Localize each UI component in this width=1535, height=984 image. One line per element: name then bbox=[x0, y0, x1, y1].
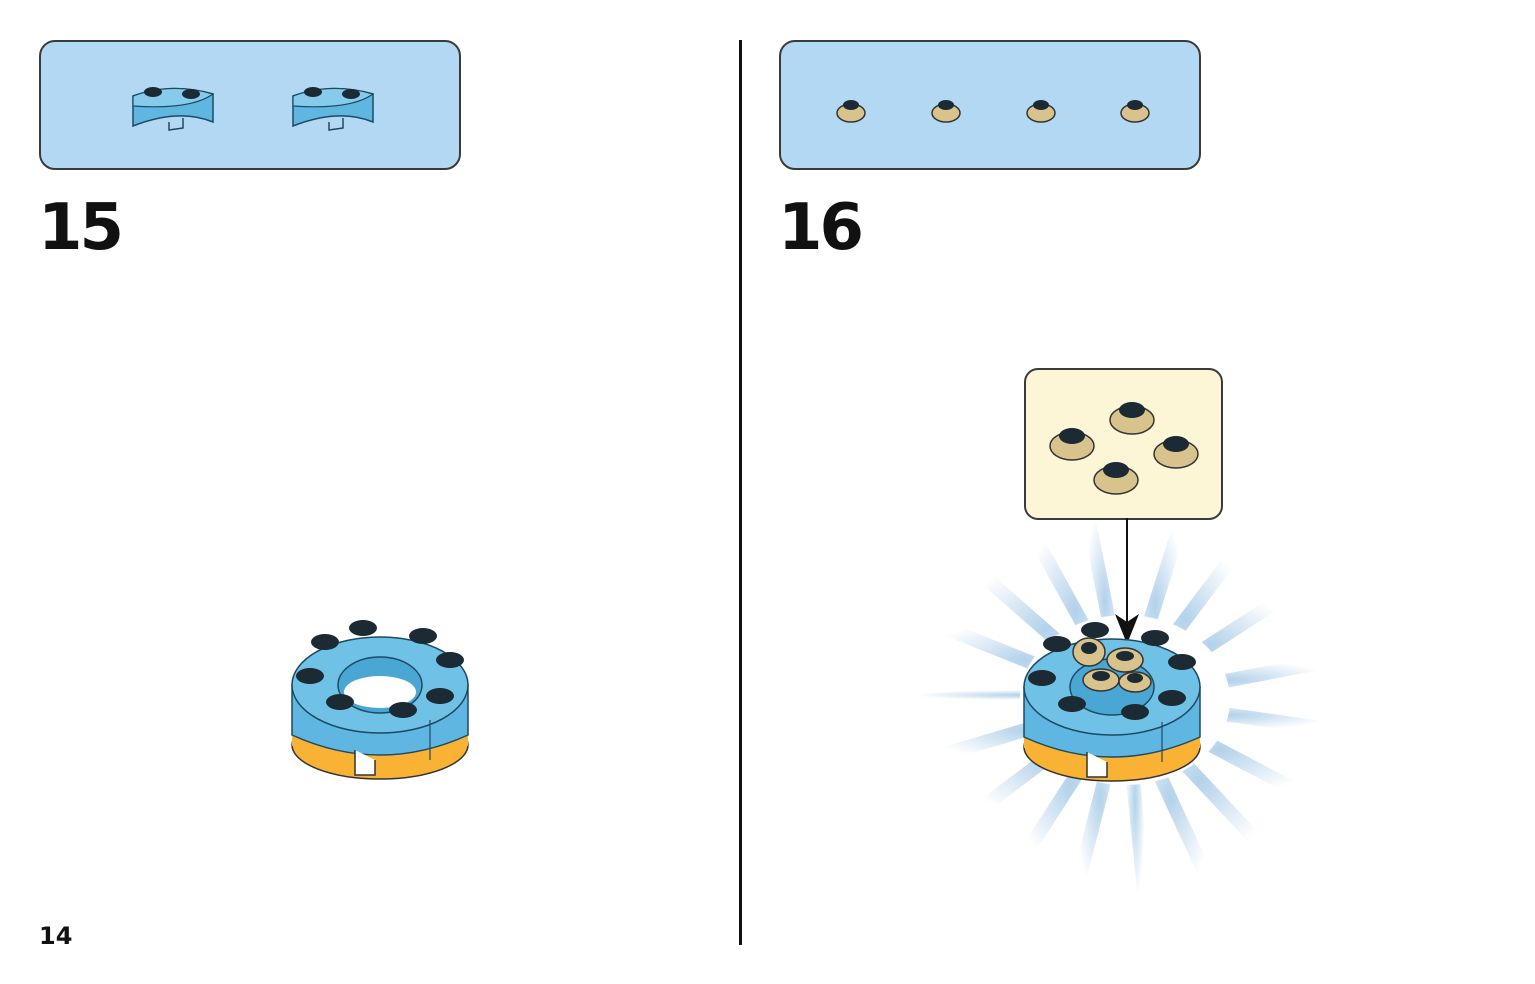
down-arrow-icon bbox=[1115, 518, 1139, 644]
page-divider bbox=[739, 40, 742, 945]
tan-round-plate-icon bbox=[1153, 436, 1199, 469]
model-step-16-illustration bbox=[1023, 622, 1201, 782]
parts-list-box-step-16 bbox=[779, 40, 1201, 170]
callout-parts bbox=[1049, 402, 1199, 495]
callout-box-step-16 bbox=[1024, 368, 1223, 520]
parts-list-items-16 bbox=[836, 100, 1150, 123]
step-number-15: 15 bbox=[38, 191, 124, 265]
model-step-15-illustration bbox=[291, 620, 469, 780]
page-number: 14 bbox=[39, 922, 73, 950]
light-blue-round-brick-icon bbox=[292, 87, 375, 131]
tan-round-plate-icon bbox=[1026, 100, 1056, 123]
step-number-16: 16 bbox=[778, 191, 864, 265]
tan-round-plate-icon bbox=[1120, 100, 1150, 123]
parts-list-box-step-15 bbox=[39, 40, 461, 170]
light-blue-round-brick-icon bbox=[132, 87, 215, 131]
tan-round-plate-icon bbox=[1109, 402, 1155, 435]
tan-round-plate-icon bbox=[1049, 428, 1095, 461]
tan-round-plate-icon bbox=[836, 100, 866, 123]
parts-list-items-15 bbox=[132, 87, 375, 131]
tan-round-plate-icon bbox=[1093, 462, 1139, 495]
tan-round-plate-icon bbox=[931, 100, 961, 123]
